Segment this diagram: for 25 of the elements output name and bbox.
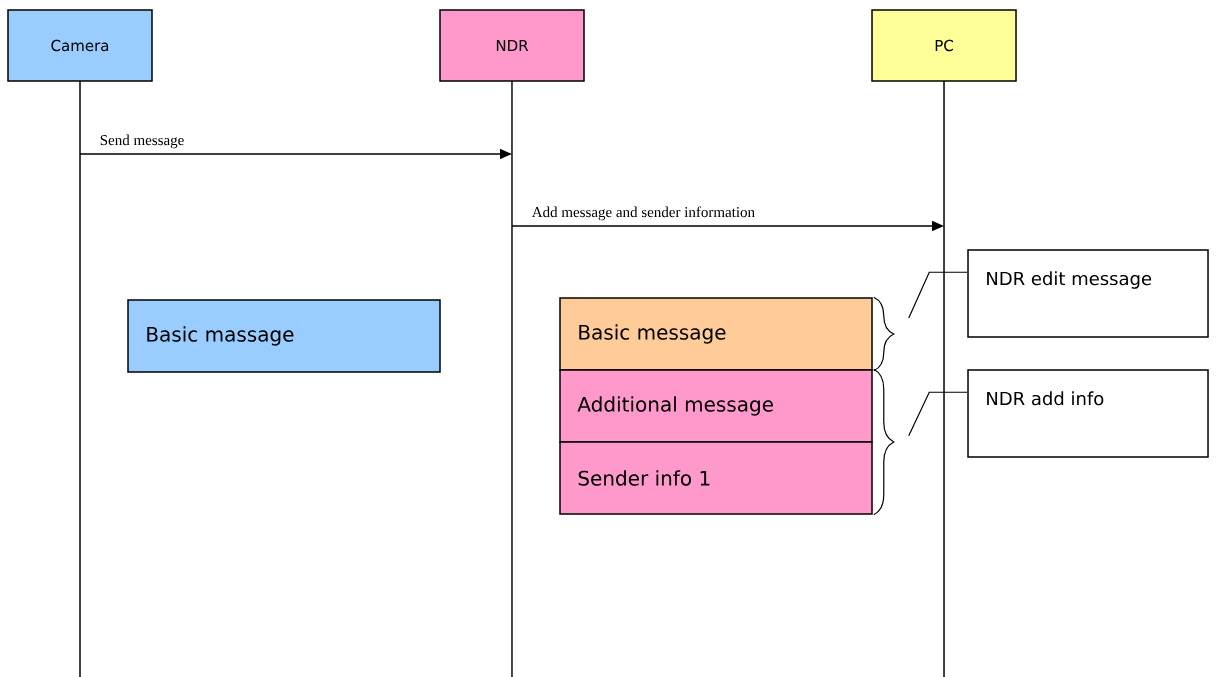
note-box-label: NDR add info bbox=[987, 391, 1104, 406]
lifeline-header bbox=[439, 9, 585, 82]
message-field bbox=[559, 297, 873, 371]
lifeline bbox=[943, 80, 945, 677]
note-box bbox=[967, 369, 1209, 458]
lifeline-header bbox=[7, 9, 153, 82]
edge-label: Add message and sender information bbox=[531, 206, 755, 221]
leader-line bbox=[908, 391, 968, 437]
note-box bbox=[967, 249, 1209, 338]
lifeline-header-label: NDR bbox=[496, 40, 529, 51]
message-field-label: Basic message bbox=[579, 324, 726, 344]
lifeline-header-label: PC bbox=[935, 39, 953, 52]
message-field-label: Additional message bbox=[577, 396, 773, 416]
lifeline bbox=[511, 80, 513, 677]
message-field-label: Sender info 1 bbox=[578, 470, 710, 486]
message-field bbox=[559, 441, 873, 515]
message-box bbox=[127, 299, 441, 373]
lifeline bbox=[79, 80, 81, 677]
lifeline-header bbox=[871, 9, 1017, 82]
message-field bbox=[559, 369, 873, 443]
note-box-label: NDR edit message bbox=[987, 271, 1152, 289]
edge-label: Send message bbox=[100, 134, 184, 149]
lifeline-header-label: Camera bbox=[51, 39, 109, 52]
message-box-label: Basic massage bbox=[147, 326, 294, 346]
leader-line bbox=[908, 271, 968, 319]
